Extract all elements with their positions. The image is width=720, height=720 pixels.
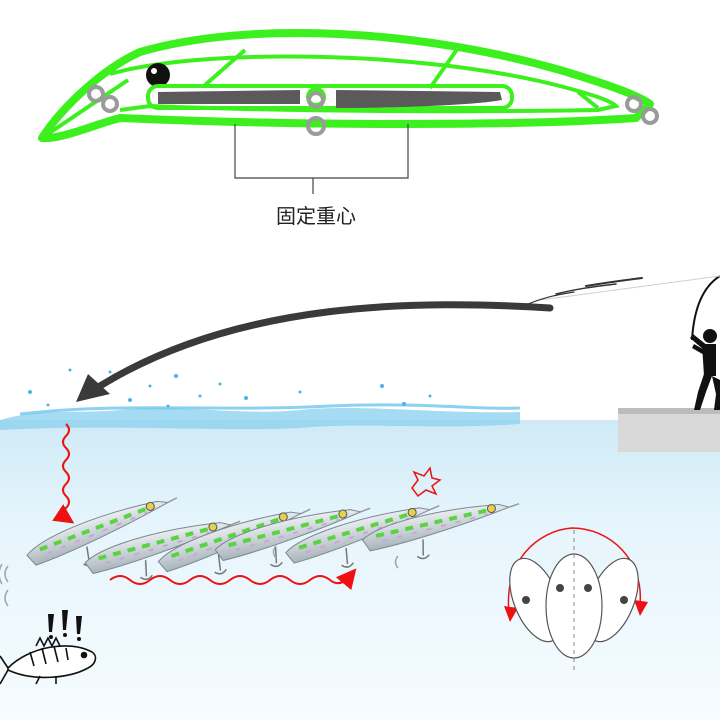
lure-body-outline: [38, 29, 654, 143]
center-of-gravity-label: 固定重心: [276, 204, 356, 228]
cast-arrow: [96, 301, 554, 390]
bass-fish-icon: [0, 636, 97, 685]
cast-motion-streaks: [527, 277, 643, 305]
fishing-rod: [691, 275, 720, 341]
weight-bar-rear: [336, 90, 502, 108]
water-surface: [0, 408, 520, 430]
wobble-rotation-icon: [504, 527, 648, 670]
lure-rib-1: [203, 48, 247, 87]
retrieve-path-arrow: [109, 568, 357, 591]
shore-bank: [618, 412, 720, 452]
center-of-gravity-bracket: [234, 124, 409, 194]
water-area: [0, 420, 720, 720]
lure-inner-outline: [109, 54, 620, 114]
lure-eye-icon: [146, 63, 170, 87]
cast-arrow-head: [76, 374, 110, 402]
sink-path-arrow: [52, 423, 75, 524]
lure-rib-3: [576, 90, 600, 110]
angler-silhouette-icon: [690, 329, 720, 410]
weight-chamber: [146, 84, 514, 110]
vibration-marks: [0, 545, 399, 607]
lure-lip: [40, 78, 130, 140]
weight-bar-front: [158, 90, 300, 104]
fishing-line: [539, 275, 720, 301]
lure-schematic: [38, 29, 659, 194]
strike-burst-icon: [411, 466, 442, 498]
split-ring-icon: [87, 85, 659, 136]
lure-rib-2: [428, 46, 460, 90]
exclamation-icon: [48, 610, 82, 641]
